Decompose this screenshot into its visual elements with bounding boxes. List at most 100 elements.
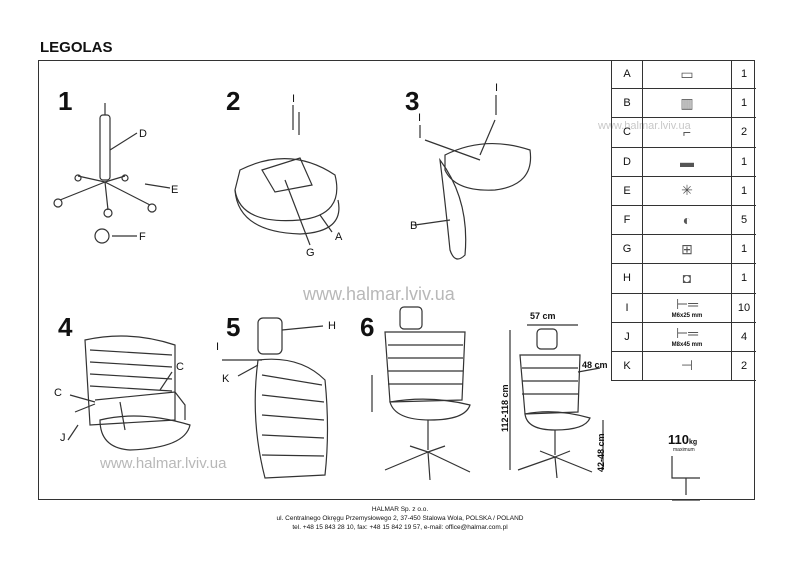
step-2-number: 2 [226,86,241,116]
callout-A: A [335,231,343,243]
part-picture: ◐ [642,205,732,236]
part-picture: ▬ [642,147,732,177]
screw-icon: ⊢═ [675,295,699,312]
callout-I-step5: I [216,341,220,353]
callout-B: B [410,220,418,232]
step-4-armrest-drawing [67,335,191,451]
part-picture: ▥ [642,88,732,119]
part-letter: I [612,293,643,323]
part-spec: M6x25 mm [671,312,703,319]
part-picture: ⊢═M6x25 mm [642,293,732,323]
dimension-depth: 48 cm [582,360,608,370]
part-picture: ⊢═M8x45 mm [642,322,732,352]
callout-F: F [139,231,146,243]
part-spec: M8x45 mm [671,341,703,348]
screw-icon: ⊢═ [675,324,699,341]
callout-C-left: C [54,387,62,399]
company-footer: HALMAR Sp. z o.o. ul. Centralnego Okręgu… [0,505,800,532]
watermark-bottom: www.halmar.lviv.ua [100,455,227,472]
max-load-label: maximum [673,447,695,453]
callout-I-step3-top: I [495,82,499,94]
part-picture: ⊞ [642,234,732,265]
part-letter: A [612,60,643,90]
part-letter: K [612,351,643,382]
seat-icon: ▭ [680,65,694,82]
parts-row: K ⊣ 2 [612,351,756,382]
part-letter: C [612,117,643,148]
callout-D: D [139,128,147,140]
max-load-chair-drawing [671,456,700,501]
parts-row: C ⌐ 2 [612,117,756,148]
watermark-center: www.halmar.lviv.ua [303,284,455,304]
footer-contact: tel. +48 15 843 28 10, fax: +48 15 842 1… [292,524,508,531]
part-letter: D [612,147,643,177]
part-letter: J [612,322,643,352]
max-load-value: 110kg [668,432,698,447]
page-title: LEGOLAS [40,39,113,56]
callout-E: E [171,184,179,196]
part-quantity: 2 [731,117,756,148]
part-quantity: 4 [731,322,756,352]
footer-address: ul. Centralnego Okręgu Przemysłowego 2, … [276,515,524,522]
part-picture: ✳ [642,176,732,206]
part-quantity: 1 [731,147,756,177]
part-quantity: 1 [731,176,756,206]
step-6-chair-right-drawing [509,324,604,479]
caster-icon: ◐ [682,212,692,229]
gas-lift-icon: ▬ [680,153,694,170]
parts-row: A ▭ 1 [612,60,756,90]
step-3-number: 3 [405,86,420,116]
base-icon: ✳ [681,182,693,199]
part-quantity: 1 [731,263,756,294]
dimension-height: 112-118 cm [500,384,510,432]
parts-row: G⊞1 [612,234,756,265]
backrest-icon: ▥ [680,94,694,111]
step-6-chair-left-drawing [371,306,471,481]
footer-company: HALMAR Sp. z o.o. [371,506,429,513]
callout-K: K [222,373,230,385]
step-4-number: 4 [58,312,73,342]
parts-row: B ▥ 1 [612,88,756,119]
armrest-icon: ⌐ [682,124,692,141]
callout-I-step2: I [292,93,296,105]
step-5-headrest-drawing [222,317,329,479]
part-quantity: 5 [731,205,756,236]
callout-H: H [328,320,336,332]
callout-G: G [306,247,315,259]
part-quantity: 1 [731,60,756,90]
step-5-number: 5 [226,312,241,342]
step-1-number: 1 [58,86,73,116]
allen-key-icon: ⊣ [680,357,694,374]
part-picture: ⊣ [642,351,732,382]
part-quantity: 10 [731,293,756,323]
parts-row: E ✳ 1 [612,176,756,206]
headrest-icon: ◘ [682,270,692,287]
parts-row: H ◘ 1 [612,263,756,294]
part-letter: E [612,176,643,206]
dimension-seat-height: 42-48 cm [596,433,606,472]
part-picture: ◘ [642,263,732,294]
callout-C-right: C [176,361,184,373]
step-6-number: 6 [360,312,375,342]
callout-I-step3-left: I [418,112,422,124]
part-letter: H [612,263,643,294]
parts-row: F ◐ 5 [612,205,756,236]
part-quantity: 2 [731,351,756,382]
parts-row: D ▬ 1 [612,147,756,177]
step-2-seat-drawing [234,105,340,246]
part-letter: G [612,234,643,265]
part-letter: F [612,205,643,236]
part-letter: B [612,88,643,119]
step-3-backrest-drawing [414,95,532,260]
part-quantity: 1 [731,88,756,119]
mechanism-icon: ⊞ [681,240,693,257]
part-picture: ▭ [642,60,732,90]
callout-J: J [60,432,66,444]
step-1-base-drawing [53,103,171,244]
part-picture: ⌐ [642,117,732,148]
dimension-width: 57 cm [530,311,556,321]
